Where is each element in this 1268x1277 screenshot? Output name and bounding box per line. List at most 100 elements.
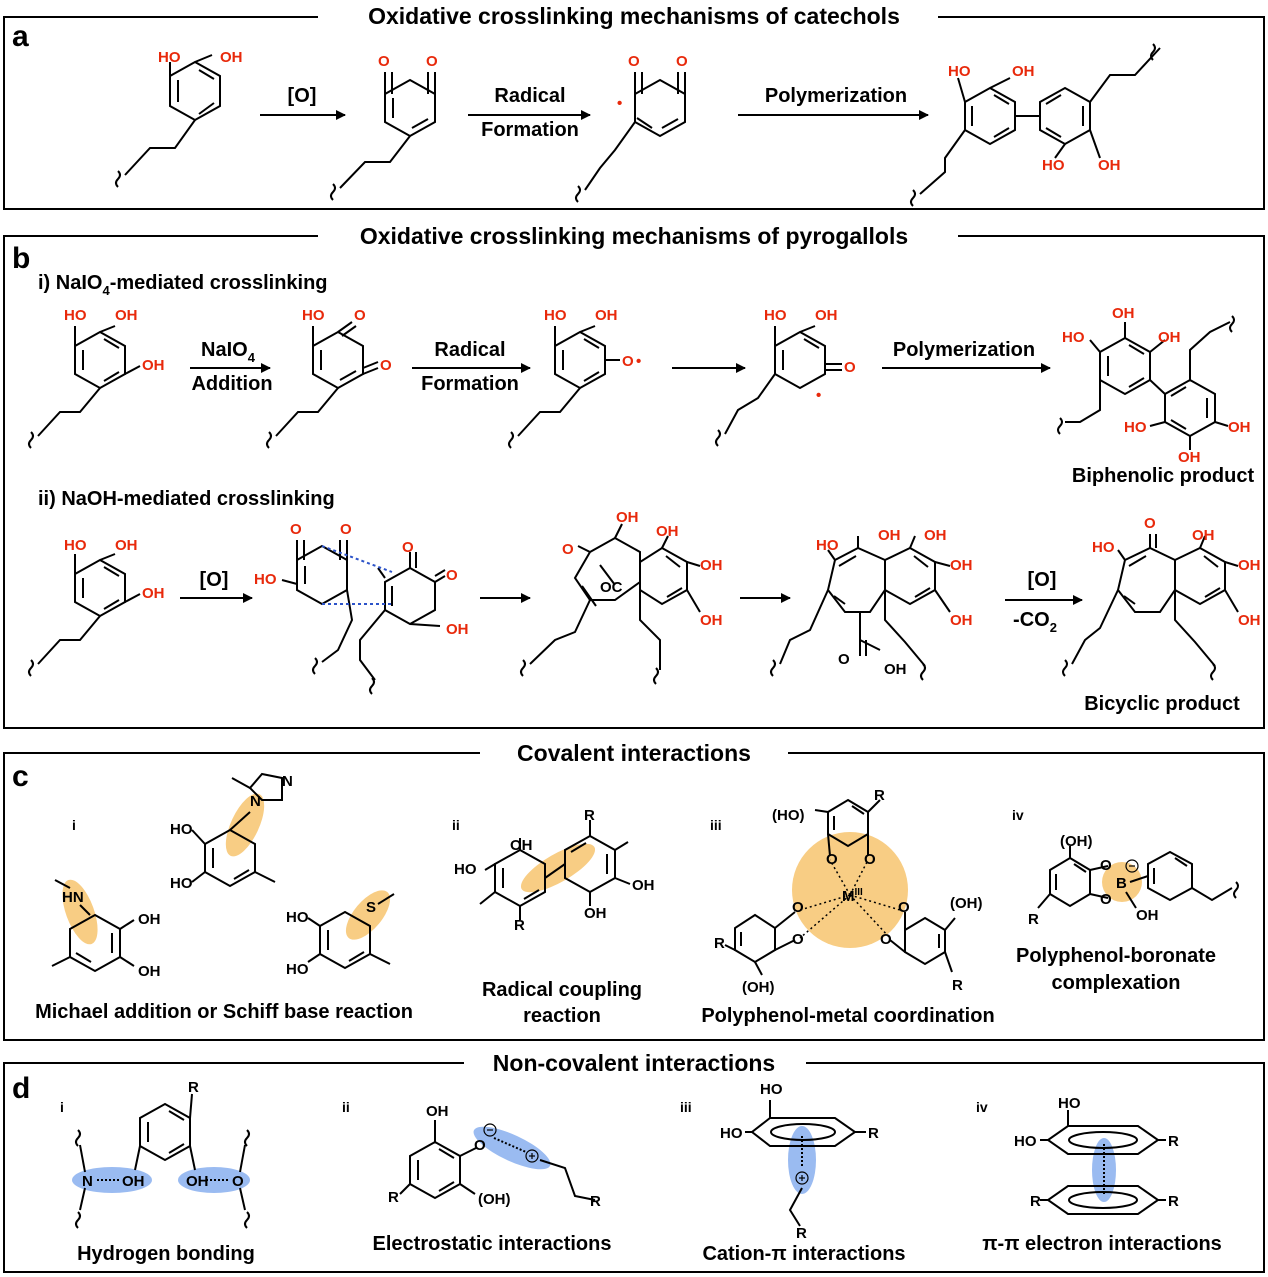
arrow-label-polymerization: Polymerization <box>765 85 907 107</box>
svg-text:OH: OH <box>186 1173 209 1190</box>
svg-text:N: N <box>82 1173 93 1190</box>
hydroxyl-label: OH <box>1098 157 1121 174</box>
arrow-label-radical: Radical <box>434 339 505 361</box>
hydroxyl-label: (OH) <box>950 895 983 912</box>
arrow-label-naio4: NaIO4 <box>201 339 256 365</box>
r-group-label: R <box>1028 911 1039 928</box>
oxygen-label: O <box>826 851 838 868</box>
hydroxyl-label: (OH) <box>478 1191 511 1208</box>
bridge-label: OC <box>600 579 623 596</box>
caption-radical-coupling: Radical coupling <box>482 979 642 1001</box>
electrostatic-structure <box>399 1120 596 1201</box>
bridged-intermediate-structure <box>520 523 701 685</box>
pyrogallol-structure <box>28 325 141 449</box>
hydrogen-bond-structure: N OH OH O <box>72 1093 250 1229</box>
r-group-label: R <box>584 807 595 824</box>
arrow-label-oxidation: [O] <box>288 85 317 107</box>
carbonyl-label: O <box>1144 515 1156 532</box>
panel-b-title: Oxidative crosslinking mechanisms of pyr… <box>360 223 908 249</box>
carbonyl-label: O <box>354 307 366 324</box>
hydroxyl-label: OH <box>700 557 723 574</box>
hydroxyl-label: OH <box>138 911 161 928</box>
oxygen-label: O <box>474 1137 486 1154</box>
arrow-label-addition: Addition <box>191 373 272 395</box>
item-number: ii <box>342 1099 350 1115</box>
carbonyl-label: O <box>562 541 574 558</box>
carbonyl-label: O <box>676 53 688 70</box>
r-group-label: R <box>388 1189 399 1206</box>
hydroxyl-label: OH <box>426 1103 449 1120</box>
carbonyl-label: O <box>402 539 414 556</box>
hydroxyl-label: HO <box>1058 1095 1081 1112</box>
hydroxyl-label: OH <box>1238 612 1261 629</box>
hydroxyl-label: OH <box>950 557 973 574</box>
carbonyl-label: O <box>628 53 640 70</box>
hydroxyl-label: HO <box>1042 157 1065 174</box>
catechol-structure <box>115 54 221 188</box>
bicyclic-product-label: Bicyclic product <box>1084 693 1240 715</box>
hydroxyl-label: OH <box>815 307 838 324</box>
hydroxyl-label: HO <box>1014 1133 1037 1150</box>
metal-label: MIII <box>842 887 863 905</box>
r-group-label: R <box>796 1225 807 1242</box>
r-group-label: R <box>188 1079 199 1096</box>
svg-text:HN: HN <box>62 889 84 906</box>
pi-pi-stacking-structure <box>1040 1110 1166 1215</box>
svg-text:OH: OH <box>122 1173 145 1190</box>
hydroxyl-label: HO <box>170 875 193 892</box>
item-number: iii <box>680 1099 692 1115</box>
hydroxyl-label: OH <box>142 585 165 602</box>
carbon-radical-structure <box>715 325 842 447</box>
panel-d-letter: d <box>12 1072 30 1105</box>
svg-text:O: O <box>232 1173 244 1190</box>
arrow-label-formation: Formation <box>481 119 579 141</box>
r-group-label: R <box>868 1125 879 1142</box>
phenoxy-radical-structure <box>508 325 620 449</box>
panel-d-title: Non-covalent interactions <box>493 1050 775 1076</box>
oxygen-label: O <box>864 851 876 868</box>
hydroxyl-label: OH <box>138 963 161 980</box>
catechol-dimer-structure <box>910 43 1161 207</box>
hydroxyl-label: OH <box>1178 449 1201 466</box>
hydroxyl-label: OH <box>595 307 618 324</box>
hydroxyl-label: OH <box>924 527 947 544</box>
hydroxyquinone-structure <box>266 321 379 449</box>
hydroxyl-label: HO <box>720 1125 743 1142</box>
interaction-lines <box>321 545 393 605</box>
hydroxyl-label: HO <box>1062 329 1085 346</box>
panel-c-letter: c <box>12 760 29 793</box>
oxygen-label: O <box>622 353 634 370</box>
hydroxyl-label: HO <box>254 571 277 588</box>
caption-pi-pi: π-π electron interactions <box>982 1233 1222 1255</box>
hydroxyl-label: HO <box>170 821 193 838</box>
item-number: ii <box>452 817 460 833</box>
hydroxyl-label: OH <box>616 509 639 526</box>
item-number: i <box>60 1099 64 1115</box>
caption-boronate: Polyphenol-boronate <box>1016 945 1216 967</box>
hydroxyl-label: HO <box>64 307 87 324</box>
caption-michael-addition: Michael addition or Schiff base reaction <box>35 1001 413 1023</box>
hydroxyl-label: OH <box>1012 63 1035 80</box>
hydroxyl-label: OH <box>1136 907 1159 924</box>
r-group-label: R <box>1168 1133 1179 1150</box>
bicyclic-product-structure <box>1062 534 1239 681</box>
carbonyl-label: O <box>340 521 352 538</box>
panel-a: Oxidative crosslinking mechanisms of cat… <box>3 3 1265 210</box>
hydroxyl-label: OH <box>220 49 243 66</box>
hydroxyl-label: OH <box>446 621 469 638</box>
hydroxyl-label: OH <box>1112 305 1135 322</box>
hydroxyl-label: (OH) <box>742 979 775 996</box>
oxygen-label: O <box>792 899 804 916</box>
svg-text:N: N <box>282 773 293 790</box>
hydroxyl-label: HO <box>1124 419 1147 436</box>
caption-electrostatic: Electrostatic interactions <box>373 1233 612 1255</box>
r-group-label: R <box>1030 1193 1041 1210</box>
carbonyl-label: O <box>426 53 438 70</box>
negative-charge-icon <box>1125 859 1139 873</box>
r-group-label: R <box>514 917 525 934</box>
hydroxyl-label: OH <box>950 612 973 629</box>
hydroxyl-label: OH <box>115 537 138 554</box>
caption-cation-pi: Cation-π interactions <box>702 1243 905 1265</box>
metal-coordination-structure <box>724 798 956 976</box>
pyrogallol-structure <box>28 553 141 677</box>
